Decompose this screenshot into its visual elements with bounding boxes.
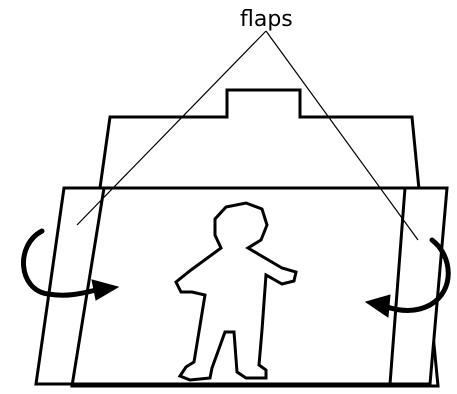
flaps-label: flaps xyxy=(240,7,293,32)
